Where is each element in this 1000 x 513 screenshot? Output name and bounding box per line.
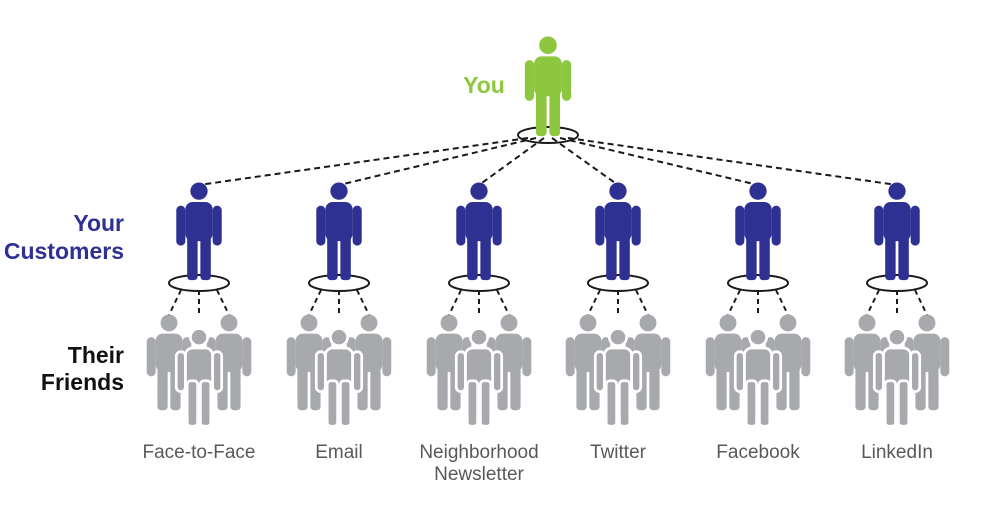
connector-you-to-customer bbox=[338, 137, 537, 186]
people-layer bbox=[146, 36, 950, 428]
connector-customer-to-friend bbox=[216, 289, 230, 316]
you-label: You bbox=[463, 72, 505, 98]
connector-customer-to-friend bbox=[866, 289, 880, 316]
customer-person-icon bbox=[874, 182, 920, 281]
connector-customer-to-friend bbox=[496, 289, 510, 316]
you-base-ellipse bbox=[517, 126, 579, 144]
customer-base-ellipse bbox=[308, 274, 370, 292]
channel-label: Twitter bbox=[590, 442, 647, 463]
channel-label: LinkedIn bbox=[861, 442, 933, 463]
customer-base-ellipse bbox=[587, 274, 649, 292]
customer-person-icon bbox=[735, 182, 781, 281]
customer-base-ellipse bbox=[168, 274, 230, 292]
connector-customer-to-friend bbox=[727, 289, 741, 316]
friends-label-line2: Friends bbox=[41, 369, 124, 395]
friends-label-line1: Their bbox=[68, 342, 124, 368]
channel-label: Face-to-Face bbox=[143, 442, 256, 463]
connector-lines bbox=[168, 126, 928, 316]
connector-customer-to-friend bbox=[168, 289, 182, 316]
channel-label-line2: Newsletter bbox=[434, 464, 524, 485]
connector-customer-to-friend bbox=[448, 289, 462, 316]
customer-base-ellipse bbox=[727, 274, 789, 292]
connector-you-to-customer bbox=[478, 137, 545, 186]
customer-base-ellipse bbox=[866, 274, 928, 292]
connector-you-to-customer bbox=[559, 137, 759, 186]
channel-label: Neighborhood bbox=[419, 442, 538, 463]
connector-customer-to-friend bbox=[587, 289, 601, 316]
connector-customer-to-friend bbox=[308, 289, 322, 316]
channel-label: Email bbox=[315, 442, 363, 463]
connector-customer-to-friend bbox=[635, 289, 649, 316]
customers-label-line1: Your bbox=[73, 210, 124, 236]
customer-person-icon bbox=[595, 182, 641, 281]
channel-label: Facebook bbox=[716, 442, 800, 463]
connector-customer-to-friend bbox=[775, 289, 789, 316]
you-person-icon bbox=[524, 36, 572, 137]
customer-person-icon bbox=[456, 182, 502, 281]
connector-you-to-customer bbox=[567, 137, 898, 186]
connector-you-to-customer bbox=[551, 137, 619, 186]
customers-label-line2: Customers bbox=[4, 238, 124, 264]
customer-base-ellipse bbox=[448, 274, 510, 292]
customer-person-icon bbox=[316, 182, 362, 281]
connector-customer-to-friend bbox=[914, 289, 928, 316]
connector-customer-to-friend bbox=[356, 289, 370, 316]
connector-you-to-customer bbox=[198, 137, 529, 186]
customer-person-icon bbox=[176, 182, 222, 281]
